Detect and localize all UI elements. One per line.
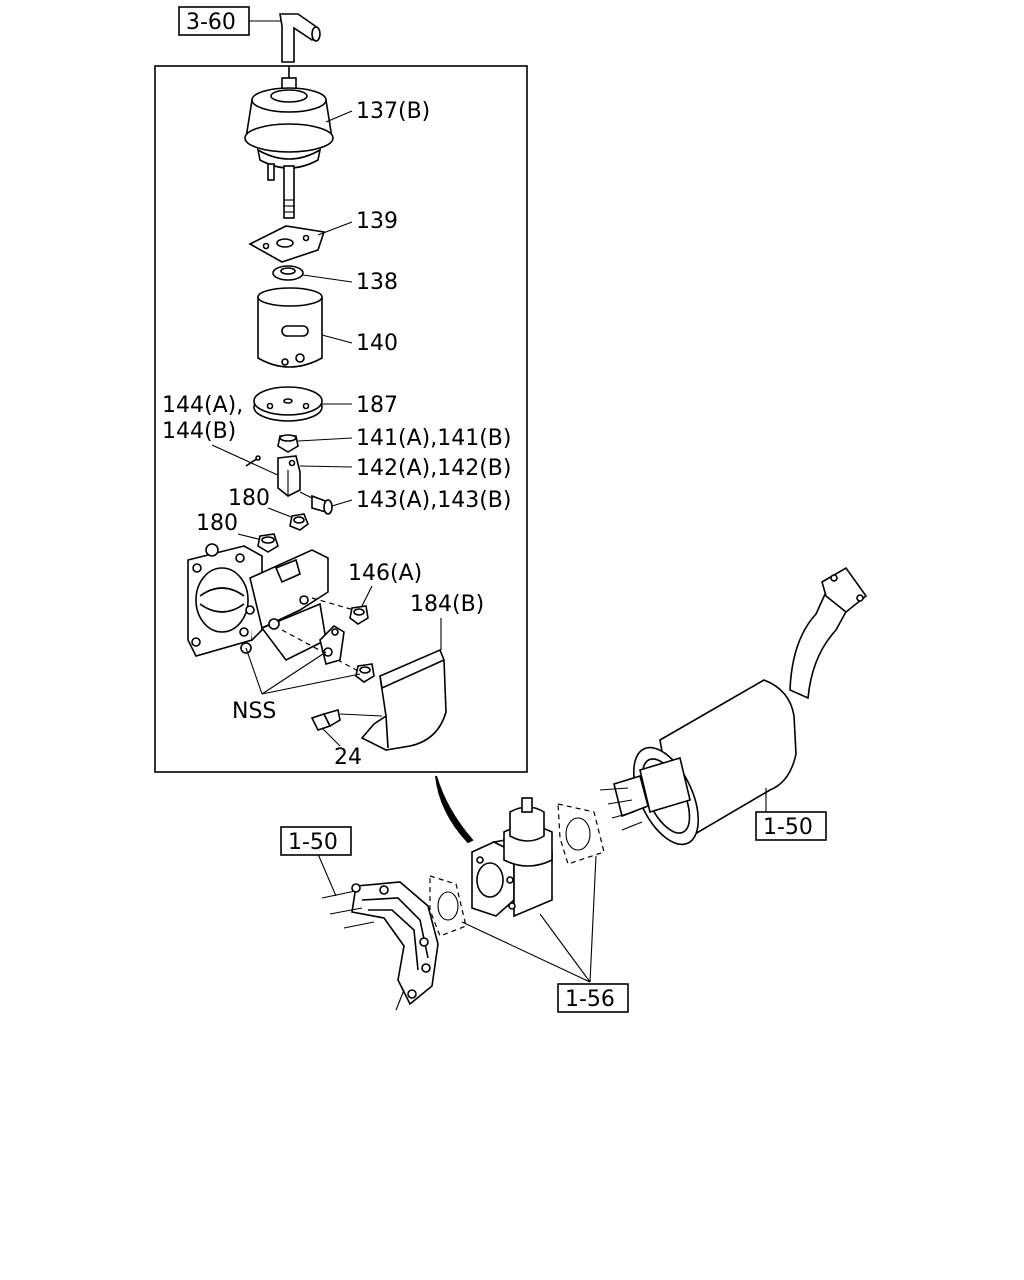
- callout-139: 139: [356, 209, 398, 234]
- callout-138: 138: [356, 270, 398, 295]
- part-138-washer: [272, 265, 304, 281]
- ref-box-1-56[interactable]: 1-56: [557, 983, 629, 1013]
- vacuum-hose-elbow: [279, 13, 321, 63]
- exhaust-manifold: [321, 881, 439, 1011]
- callout-180-upper: 180: [228, 486, 270, 511]
- ref-box-1-50-right[interactable]: 1-50: [755, 811, 827, 841]
- ref-box-1-50-left[interactable]: 1-50: [280, 826, 352, 856]
- callout-nss: NSS: [232, 699, 276, 724]
- part-146a-nut: [349, 605, 369, 625]
- gasket-lower: [429, 875, 467, 937]
- nss-nut: [355, 663, 375, 683]
- muffler-assembly: [599, 566, 868, 846]
- callout-137b: 137(B): [356, 99, 430, 124]
- ref-box-3-60[interactable]: 3-60: [178, 6, 250, 36]
- part-184b-heat-shield: [360, 648, 447, 751]
- part-24-bolt: [310, 708, 341, 731]
- part-140-cover: [257, 287, 323, 368]
- part-139-plate: [248, 225, 326, 263]
- lever-bracket: [319, 624, 345, 665]
- ref-label-1-50-left: 1-50: [288, 830, 338, 855]
- ref-label-1-50-right: 1-50: [763, 815, 813, 840]
- callout-180-lower: 180: [196, 511, 238, 536]
- part-141-nut: [277, 434, 299, 453]
- callout-24: 24: [334, 745, 362, 770]
- part-180-nut-upper: [289, 513, 309, 531]
- callout-142: 142(A),142(B): [356, 456, 511, 481]
- callout-141: 141(A),141(B): [356, 426, 511, 451]
- part-144-cotter-pin: [245, 455, 261, 467]
- part-142-clevis: [277, 455, 301, 497]
- detail-frame: [154, 65, 528, 773]
- ref-label-1-56: 1-56: [565, 987, 615, 1012]
- callout-146a: 146(A): [348, 561, 422, 586]
- ref-label-3-60: 3-60: [186, 10, 236, 35]
- callout-143: 143(A),143(B): [356, 488, 511, 513]
- callout-144b: 144(B): [162, 419, 236, 444]
- valve-assembly: [471, 797, 553, 918]
- part-180-nut-lower: [257, 533, 279, 553]
- exhaust-brake-valve-body: [187, 543, 329, 662]
- part-143-pin: [299, 491, 333, 515]
- callout-187: 187: [356, 393, 398, 418]
- gasket-upper: [557, 803, 605, 865]
- detail-pointer-arrow: [435, 775, 474, 844]
- part-137b-vacuum-actuator: [244, 66, 334, 219]
- part-187-disc: [253, 386, 323, 422]
- callout-140: 140: [356, 331, 398, 356]
- callout-184b: 184(B): [410, 592, 484, 617]
- callout-144a: 144(A),: [162, 393, 243, 418]
